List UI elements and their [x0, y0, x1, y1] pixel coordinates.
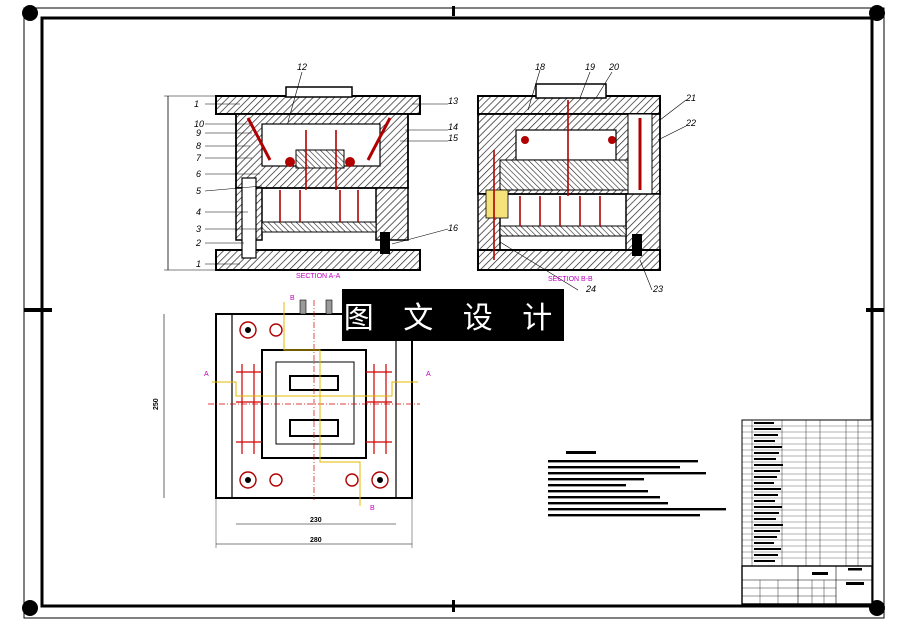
svg-text:15: 15 [448, 133, 459, 143]
parts-list-row-text [754, 536, 777, 538]
part-labels-right: 18 19 20 21 22 23 24 [535, 62, 696, 294]
parts-list-row-text [754, 434, 778, 436]
svg-text:B: B [370, 505, 375, 512]
svg-text:4: 4 [196, 207, 201, 217]
part-leaders-right [499, 69, 687, 291]
parts-list-row-text [754, 530, 780, 532]
svg-text:6: 6 [196, 169, 201, 179]
svg-text:13: 13 [448, 96, 458, 106]
svg-text:24: 24 [585, 284, 596, 294]
watermark-stamp: 图 文 设 计 [342, 289, 564, 341]
svg-text:18: 18 [535, 62, 545, 72]
svg-text:10: 10 [194, 119, 204, 129]
dim-inner-width: 230 [310, 517, 322, 524]
svg-text:A: A [426, 371, 431, 378]
parts-list-row-text [754, 500, 775, 502]
part-11: 1 [194, 99, 199, 109]
svg-text:12: 12 [297, 62, 307, 72]
parts-list-row-text [754, 422, 774, 424]
svg-text:19: 19 [585, 62, 595, 72]
part-labels-left: 1 10 9 8 7 6 5 4 3 2 1 12 13 14 15 16 [194, 62, 459, 269]
svg-text:A: A [204, 371, 209, 378]
dim-outer-width: 280 [310, 537, 322, 544]
dim-height: 250 [153, 398, 160, 410]
svg-text:22: 22 [685, 118, 696, 128]
parts-list-row-text [754, 554, 778, 556]
svg-text:2: 2 [195, 238, 201, 248]
plan-view [163, 299, 420, 548]
parts-list-row-text [754, 452, 779, 454]
parts-list-row-text [754, 548, 781, 550]
parts-list-row-text [754, 518, 776, 520]
section-b-label: SECTION B-B [548, 276, 593, 283]
parts-list-row-text [754, 440, 775, 442]
parts-list-row-text [754, 458, 776, 460]
svg-text:20: 20 [608, 62, 619, 72]
svg-text:1: 1 [196, 259, 201, 269]
parts-list-row-text [754, 494, 778, 496]
title-block [741, 565, 873, 605]
svg-text:8: 8 [196, 141, 201, 151]
parts-list-row-text [754, 506, 782, 508]
parts-list-row-text [754, 464, 783, 466]
svg-text:14: 14 [448, 122, 458, 132]
parts-list-row-text [754, 488, 781, 490]
svg-text:16: 16 [448, 223, 458, 233]
svg-text:9: 9 [196, 128, 201, 138]
section-a-view [164, 86, 421, 271]
part-leaders-left [204, 71, 449, 265]
svg-text:23: 23 [652, 284, 663, 294]
svg-text:3: 3 [196, 224, 201, 234]
parts-list-table [741, 419, 873, 567]
parts-list-row-text [754, 524, 783, 526]
parts-list-row-text [754, 446, 782, 448]
section-b-view [477, 83, 661, 271]
parts-list-row-text [754, 482, 774, 484]
parts-list-row-text [754, 560, 775, 562]
svg-text:7: 7 [196, 153, 202, 163]
cut-markers: A A B B [204, 295, 431, 512]
sheet-frame [22, 5, 885, 619]
parts-list-row-text [754, 428, 781, 430]
svg-text:5: 5 [196, 186, 202, 196]
svg-text:B: B [290, 295, 295, 302]
svg-text:21: 21 [685, 93, 696, 103]
parts-list-row-text [754, 542, 774, 544]
parts-list-row-text [754, 470, 780, 472]
parts-list-row-text [754, 476, 777, 478]
parts-list-row-text [754, 512, 779, 514]
section-a-label: SECTION A-A [296, 273, 341, 280]
technical-notes [548, 451, 726, 517]
